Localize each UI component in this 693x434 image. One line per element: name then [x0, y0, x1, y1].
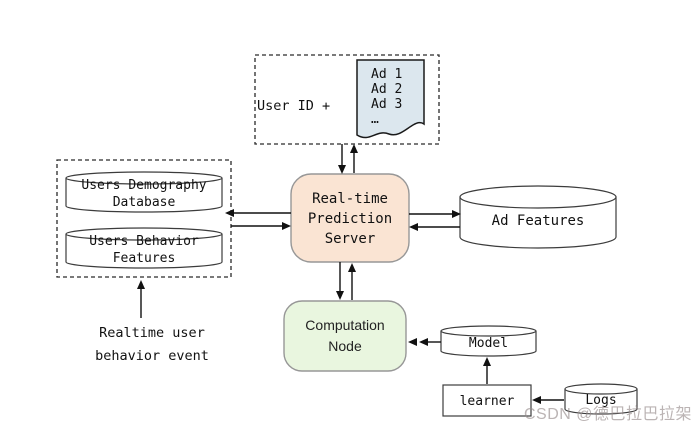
ad-list-item: Ad 3 [371, 97, 403, 112]
logs-cylinder [564, 383, 638, 415]
csdn-watermark: CSDN @德巴拉巴拉架 [523, 406, 692, 423]
arrow-model-to-computation [408, 338, 441, 346]
arrow-logs-to-learner [532, 396, 564, 404]
arrow-user-features-to-server [231, 222, 291, 230]
users-demography-cylinder [65, 171, 223, 213]
request-dashed-box [254, 54, 440, 145]
arrow-server-to-computation [336, 262, 344, 300]
model-label: Model [468, 336, 509, 351]
arrow-computation-to-server [348, 263, 356, 300]
users-behavior-cylinder [65, 227, 223, 269]
ad-list-item: Ad 2 [371, 82, 403, 97]
learner-label: learner [459, 394, 515, 409]
computation-node [283, 300, 407, 372]
prediction-server-node [290, 173, 410, 263]
arrow-learner-to-model [483, 357, 491, 384]
ad-features-label: Ad Features [491, 213, 585, 229]
model-cylinder [440, 325, 537, 357]
users-demography-label: Users Demography Database [81, 178, 207, 210]
ad-list-item: … [371, 112, 379, 127]
learner-box [442, 384, 532, 417]
arrow-request-to-server [338, 144, 346, 174]
arrow-ad-features-to-server [409, 223, 460, 231]
ad-list: Ad 1 Ad 2 Ad 3 … [371, 67, 402, 127]
logs-label: Logs [585, 393, 617, 408]
ad-list-item: Ad 1 [371, 67, 403, 82]
user-id-label: User ID + [257, 98, 331, 114]
arrow-server-to-request [350, 144, 358, 173]
arrow-server-to-ad-features [409, 210, 461, 218]
computation-node-label: Computation Node [305, 317, 385, 354]
prediction-server-label: Real-time Prediction Server [307, 191, 393, 247]
ad-features-cylinder [459, 185, 617, 249]
ad-list-document-shape [356, 59, 425, 139]
user-features-dashed-box [56, 159, 232, 278]
users-behavior-label: Users Behavior Features [89, 234, 199, 266]
arrow-event-to-behavior-features [137, 280, 145, 318]
arrow-server-to-user-features [225, 209, 291, 217]
realtime-event-annotation: Realtime user behavior event [95, 325, 209, 364]
